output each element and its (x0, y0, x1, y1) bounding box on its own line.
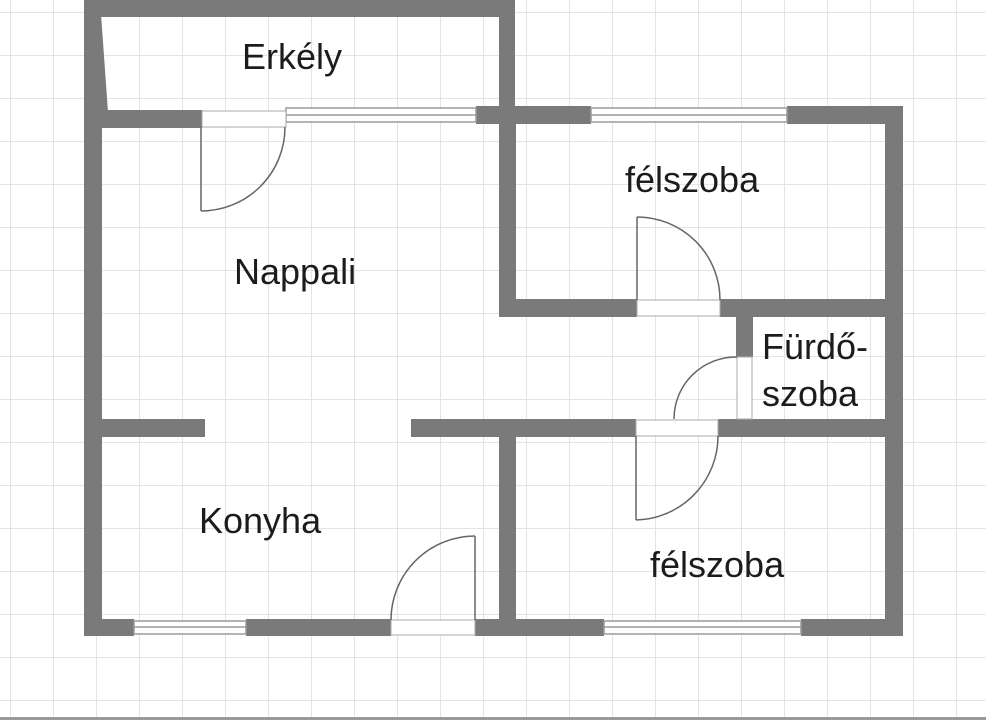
room-label-bathroom-line1: Fürdő- (762, 326, 869, 367)
door-bathroom (673, 356, 753, 420)
wall-bottom-a (84, 619, 134, 636)
windows (133, 107, 802, 635)
room-label-kitchen: Konyha (199, 500, 322, 541)
wall-kitchen-right (499, 419, 516, 636)
wall-bottom-d (801, 619, 903, 636)
wall-top-right-a (499, 106, 591, 124)
wall-balcony-left (84, 0, 108, 112)
wall-balcony-bottom-left (84, 110, 202, 128)
window-upper-room (590, 107, 788, 123)
room-label-bathroom-line2: szoba (762, 373, 859, 414)
walls (84, 0, 903, 636)
window-kitchen (133, 620, 247, 635)
wall-balcony-top (84, 0, 515, 17)
wall-middle-a (411, 419, 636, 437)
bottom-border (0, 717, 986, 720)
wall-kitchen-top (84, 419, 205, 437)
wall-upper-room-left (499, 106, 516, 317)
window-balcony (285, 107, 477, 123)
wall-bottom-c (475, 619, 604, 636)
door-upper-room (636, 216, 721, 317)
window-lower-room (603, 620, 802, 635)
door-kitchen (390, 535, 476, 636)
wall-bottom-b (246, 619, 391, 636)
room-label-balcony: Erkély (242, 36, 343, 77)
wall-bath-left (736, 299, 753, 357)
wall-balcony-right (499, 0, 515, 122)
wall-upper-room-bottom-b (720, 299, 903, 317)
room-label-half-room-bottom: félszoba (650, 544, 785, 585)
wall-top-right-b (787, 106, 903, 124)
doors (200, 110, 753, 636)
wall-middle-b (718, 419, 903, 437)
wall-left (84, 110, 102, 636)
wall-right (885, 106, 903, 636)
room-label-living-room: Nappali (234, 251, 357, 292)
door-balcony (200, 110, 287, 212)
door-lower-room (635, 419, 719, 521)
room-label-half-room-top: félszoba (625, 159, 760, 200)
wall-upper-room-bottom-a (499, 299, 637, 317)
